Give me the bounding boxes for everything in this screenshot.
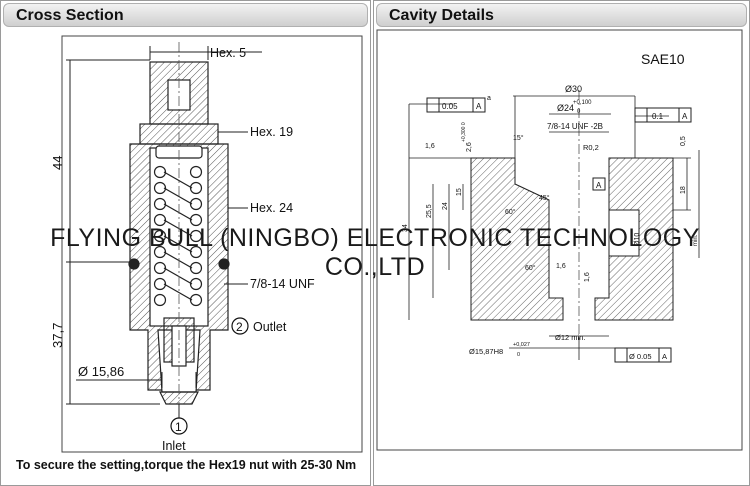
angle-a: a [487, 95, 491, 102]
cavity-details-header: Cavity Details [376, 3, 747, 27]
thread-label: 7/8-14 UNF [250, 277, 315, 291]
angle-60-lower: 60° [525, 264, 536, 272]
dia1587-tol-low: 0 [517, 352, 520, 358]
dim-2-6: 2,6 [466, 142, 473, 152]
dia24-tol-up: +0,100 [573, 100, 592, 106]
inlet-label: Inlet [162, 439, 186, 453]
cross-section-drawing: Hex. 5 Hex. 19 Hex. 24 7/8-14 UNF 44 37,… [50, 35, 363, 453]
dia24-label: Ø24 [557, 103, 574, 113]
cavity-drawing: SAE10 Ø30 Ø24 +0,100 [376, 29, 743, 451]
angle-45: 45° [539, 194, 550, 202]
tol-perp-value: 0.05 [442, 102, 458, 111]
r02-label: R0,2 [583, 143, 599, 152]
dia1587-label: Ø15,87H8 [469, 347, 503, 356]
dim-2-6-tol: +0,300 0 [461, 122, 467, 142]
dim-15: 15 [456, 188, 463, 196]
torque-note: To secure the setting,torque the Hex19 n… [16, 458, 357, 472]
dim-44: 44 [50, 156, 65, 170]
dim-diameter: Ø 15,86 [78, 364, 124, 379]
hex19-label: Hex. 19 [250, 125, 293, 139]
min-label: min. [693, 234, 699, 246]
position-ref: A [662, 352, 667, 361]
dim-0-5: 0,5 [680, 136, 687, 146]
dia24-tol-low: 0 [577, 109, 581, 115]
cross-section-header: Cross Section [3, 3, 368, 27]
port2-marker [231, 317, 249, 335]
port1-marker [170, 417, 188, 435]
dia12-label: Ø12 min. [555, 333, 585, 342]
port1-number: 1 [175, 420, 182, 434]
port2-number: 2 [236, 320, 243, 334]
outlet-label: Outlet [253, 320, 287, 334]
hex24-label: Hex. 24 [250, 201, 293, 215]
dim-24: 24 [442, 202, 449, 210]
datum-a: A [596, 181, 602, 190]
rough-16b: 1,6 [556, 263, 566, 270]
position-tol: Ø 0.05 [629, 352, 652, 361]
angle-60-upper: 60° [505, 208, 516, 216]
dim-37-7: 37,7 [50, 323, 65, 348]
sae-standard-label: SAE10 [641, 51, 685, 67]
dia30-label: Ø30 [565, 84, 582, 94]
dia10-label: Ø10 [634, 233, 641, 246]
dia1587-tol-up: +0,027 [513, 342, 530, 348]
spring [153, 145, 203, 307]
hex5-label: Hex. 5 [210, 46, 246, 60]
tol-perp-ref: A [476, 102, 482, 111]
rough-16c: 1,6 [584, 272, 591, 282]
dim-18: 18 [680, 186, 687, 194]
tol-run-ref: A [682, 112, 688, 121]
thread-label: 7/8-14 UNF -2B [547, 122, 603, 131]
dim-25-5: 25,5 [426, 204, 433, 218]
cavity-block [470, 157, 674, 321]
dim-34: 34 [402, 224, 409, 232]
rough-16a: 1,6 [425, 143, 435, 150]
tol-run-value: 0.1 [652, 112, 664, 121]
angle-15: 15° [513, 134, 524, 142]
